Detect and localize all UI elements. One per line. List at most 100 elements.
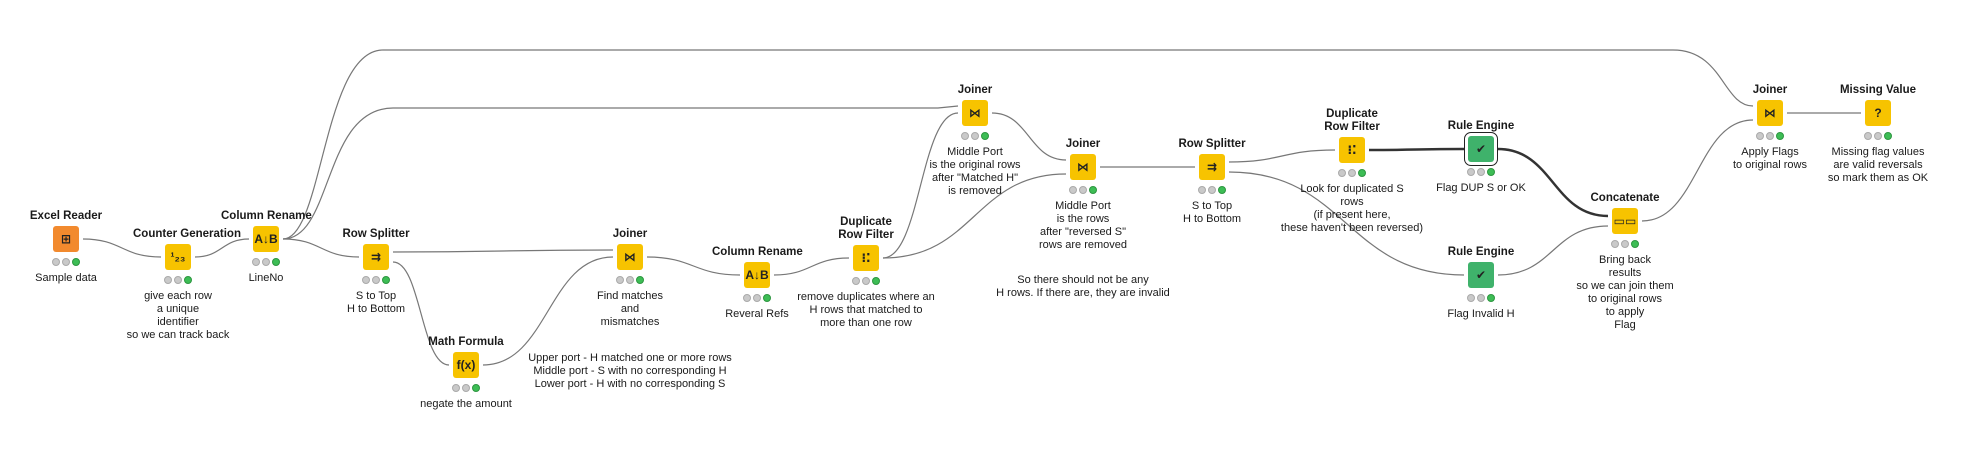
concatenate-icon[interactable]: ▭▭ [1612,208,1638,234]
node-title: Counter Generation [133,228,241,240]
node-rule-engine-2[interactable]: Rule Engine ✔ Flag Invalid H [1436,246,1526,321]
node-caption: Sample data [35,272,97,284]
node-caption: Flag Invalid H [1447,308,1515,320]
connection-excel-reader-to-counter-gen[interactable] [82,238,162,258]
node-status-lights [421,384,511,392]
status-light [262,258,270,266]
node-rule-engine-1[interactable]: Rule Engine✔Flag DUP S or OK [1436,120,1526,195]
status-light [1611,240,1619,248]
node-title: Column Rename [712,246,803,258]
connection-counter-gen-to-col-rename-1[interactable] [194,238,250,258]
node-joiner-2[interactable]: Joiner⋈Middle Port is the original rows … [929,84,1020,198]
connection-rule-engine-1-to-concatenate[interactable] [1497,147,1609,218]
connection-dup-filter-1-to-joiner-3[interactable] [882,173,1067,259]
status-light [862,277,870,285]
missing-value-icon[interactable]: ? [1865,100,1891,126]
counter-gen-icon[interactable]: ¹₂₃ [165,244,191,270]
connection-dup-filter-2-to-rule-engine-1[interactable] [1368,147,1465,152]
status-light [1874,132,1882,140]
node-joiner-1[interactable]: Joiner⋈Find matches and mismatches [585,228,675,329]
connection-concatenate-to-joiner-4[interactable] [1641,119,1754,222]
connection-dup-filter-1-to-joiner-2[interactable] [882,112,959,259]
connection-col-rename-1-to-row-split-1[interactable] [282,238,360,258]
node-status-lights [585,276,675,284]
status-light [452,384,460,392]
node-status-lights [1580,240,1670,248]
status-light [872,277,880,285]
joiner-icon[interactable]: ⋈ [1070,154,1096,180]
status-light [164,276,172,284]
dup-filter-icon[interactable]: ⁝⁚ [853,245,879,271]
excel-reader-icon[interactable]: ⊞ [53,226,79,252]
status-light [174,276,182,284]
node-status-lights [930,132,1020,140]
node-title: Excel Reader [29,210,103,222]
connection-row-split-2-to-dup-filter-2[interactable] [1228,149,1336,163]
node-title: Duplicate Row Filter [1324,108,1380,133]
node-status-lights [1436,294,1526,302]
node-row-split-2[interactable]: Row Splitter⇉S to Top H to Bottom [1167,138,1257,226]
node-joiner-3[interactable]: Joiner ⋈ Middle Port is the rows after "re… [1038,138,1128,252]
col-rename-icon[interactable]: A↓B [744,262,770,288]
status-light [636,276,644,284]
node-title: Joiner [1065,138,1101,150]
connection-col-rename-2-to-dup-filter-1[interactable] [773,257,850,276]
connection-math-formula-to-joiner-1[interactable] [482,256,614,366]
connection-row-split-1-to-joiner-1[interactable] [392,249,614,253]
status-light [1069,186,1077,194]
annotation-invalid-h-note: So there should not be any H rows. If th… [996,274,1170,299]
node-title: Rule Engine [1447,246,1515,258]
dup-filter-icon[interactable]: ⁝⁚ [1339,137,1365,163]
rule-engine-icon[interactable]: ✔ [1468,262,1494,288]
status-light [372,276,380,284]
node-caption: Middle Port is the rows after "reversed … [1038,200,1128,251]
status-light [1089,186,1097,194]
row-split-icon[interactable]: ⇉ [363,244,389,270]
node-status-lights [1307,169,1397,177]
node-status-lights [1725,132,1815,140]
math-formula-icon[interactable]: f(x) [453,352,479,378]
connection-col-rename-1-to-joiner-4[interactable] [282,49,1754,240]
row-split-icon[interactable]: ⇉ [1199,154,1225,180]
status-light [52,258,60,266]
connection-row-split-2-to-rule-engine-2[interactable] [1228,171,1465,276]
status-light [1621,240,1629,248]
status-light [1198,186,1206,194]
node-status-lights [21,258,111,266]
rule-engine-icon[interactable]: ✔ [1464,132,1498,166]
connection-joiner-2-to-joiner-3[interactable] [991,112,1067,161]
status-light [382,276,390,284]
connection-row-split-1-to-math-formula[interactable] [392,261,450,366]
node-caption: S to Top H to Bottom [346,290,406,315]
joiner-icon[interactable]: ⋈ [962,100,988,126]
node-caption: Reveral Refs [725,308,789,320]
node-title: Concatenate [1590,192,1660,204]
node-excel-reader[interactable]: Excel Reader ⊞ Sample data [21,210,111,285]
connection-rule-engine-2-to-concatenate[interactable] [1497,225,1609,276]
node-concatenate[interactable]: Concatenate▭▭Bring back results so we ca… [1576,192,1673,332]
node-title: Math Formula [428,336,504,348]
node-dup-filter-1[interactable]: Duplicate Row Filter⁝⁚remove duplicates … [797,216,935,330]
status-light [362,276,370,284]
status-light [961,132,969,140]
node-row-split-1[interactable]: Row Splitter⇉S to Top H to Bottom [331,228,421,316]
status-light [1766,132,1774,140]
node-title: Row Splitter [1178,138,1246,150]
status-light [1208,186,1216,194]
node-joiner-4[interactable]: Joiner⋈Apply Flags to original rows [1725,84,1815,172]
connection-col-rename-1-to-joiner-2[interactable] [282,105,959,240]
status-light [1631,240,1639,248]
joiner-icon[interactable]: ⋈ [617,244,643,270]
node-dup-filter-2[interactable]: Duplicate Row Filter⁝⁚Look for duplicate… [1281,108,1423,235]
col-rename-icon[interactable]: A↓B [253,226,279,252]
connection-joiner-1-to-col-rename-2[interactable] [646,256,741,276]
node-missing-value[interactable]: Missing Value?Missing flag values are va… [1828,84,1928,185]
joiner-icon[interactable]: ⋈ [1757,100,1783,126]
node-title: Missing Value [1839,84,1917,96]
node-title: Column Rename [221,210,312,222]
status-light [184,276,192,284]
